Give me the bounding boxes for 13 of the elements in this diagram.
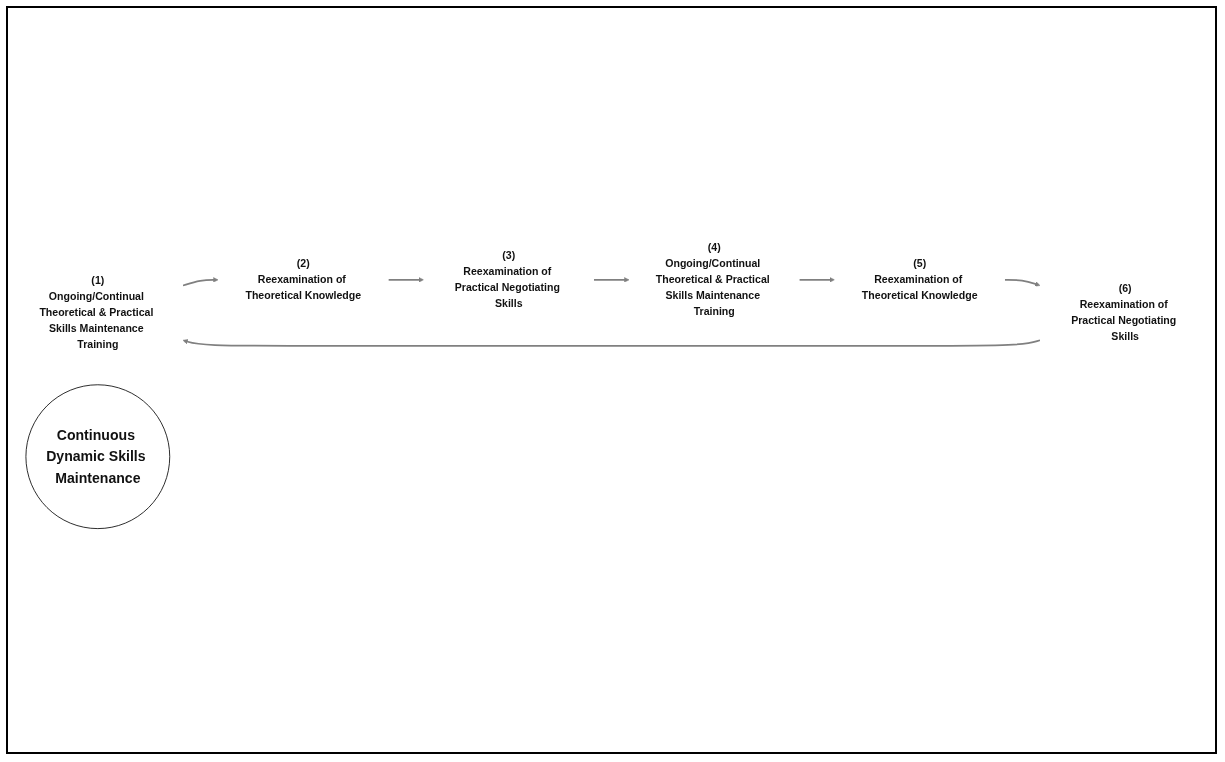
arrow [182,277,219,287]
arrow [798,277,835,283]
node-text: (2) Reexamination of Theoretical Knowledge [245,257,362,302]
arrow [182,339,1041,347]
node-text: (6) Reexamination of Practical Negotiating Skills [1071,282,1177,343]
node-text: (5) Reexamination of Theoretical Knowledge [861,257,978,302]
node-text: (3) Reexamination of Practical Negotiating Skills [454,249,560,310]
arrow [387,277,424,283]
arrow [593,277,630,283]
arrow [1003,278,1041,287]
node-text: (4) Ongoing/Continual Theoretical & Practical Skills Maintenance Training [655,241,770,318]
node-circle: Continuous Dynamic Skills Maintenance [25,384,171,530]
node-text: (1) Ongoing/Continual Theoretical & Practical Skills Maintenance Training [39,274,154,351]
